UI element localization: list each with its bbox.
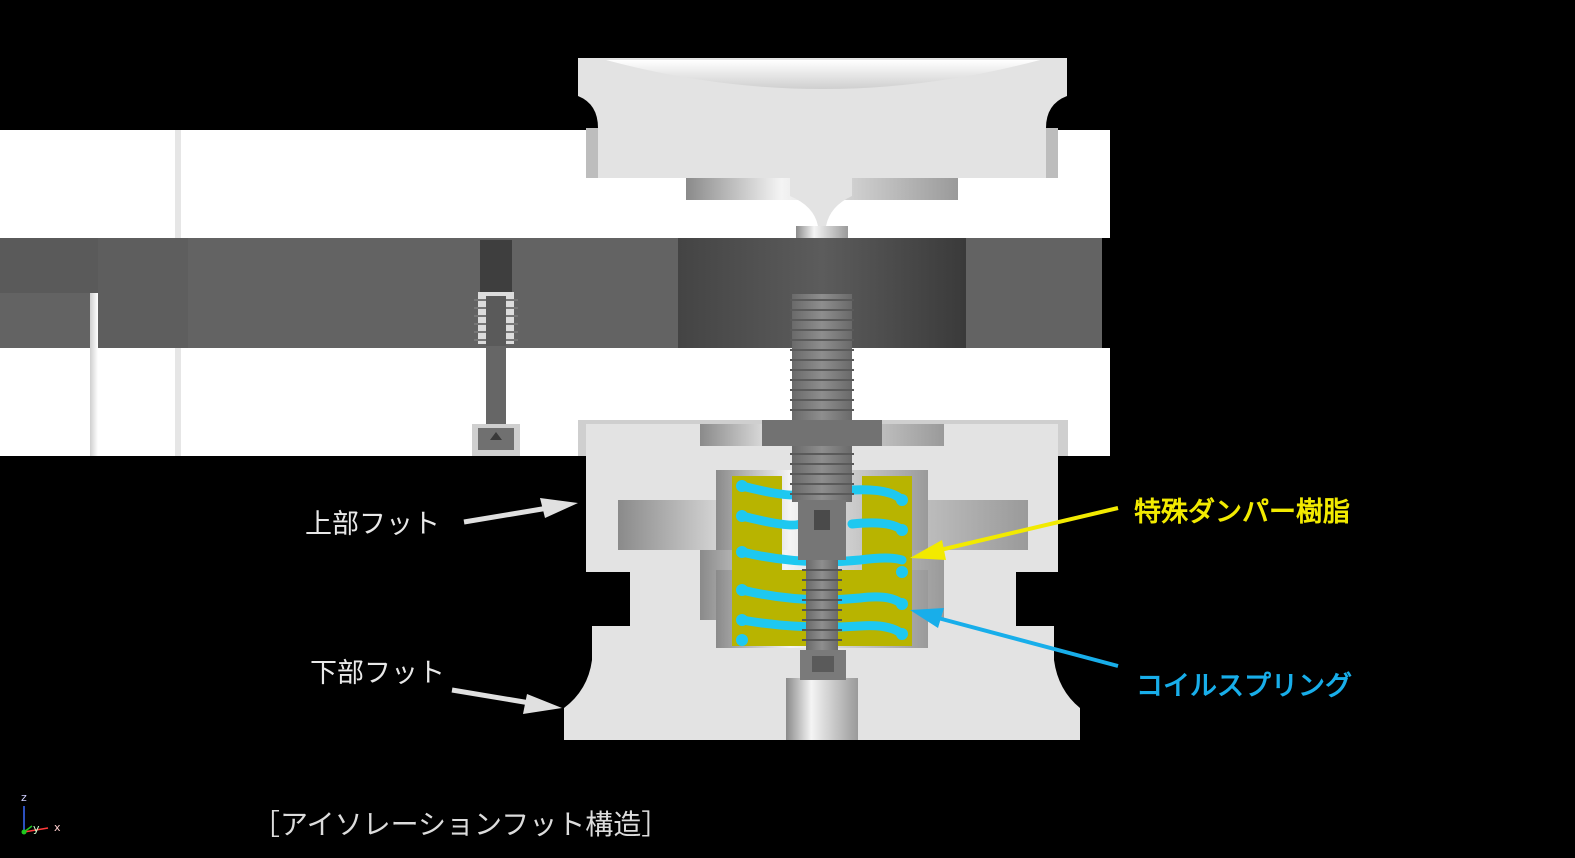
callout-upper-foot-arrow [463, 498, 578, 525]
axis-z-label: z [21, 791, 27, 804]
axis-x-label: x [54, 821, 61, 834]
axis-y-label: y [33, 822, 40, 835]
axis-triad-icon [21, 806, 49, 835]
callout-spring-arrow [910, 608, 1119, 668]
coil-spring-label: コイルスプリング [1136, 671, 1352, 702]
upper-foot-label: 上部フット [305, 509, 440, 540]
center-bolt [762, 294, 882, 680]
damper-resin-label: 特殊ダンパー樹脂 [1134, 497, 1350, 528]
callout-damper-arrow [910, 506, 1119, 560]
lower-foot-label: 下部フット [310, 658, 445, 689]
board-screw [472, 240, 520, 456]
top-dish [578, 58, 1067, 238]
callout-lower-foot-arrow [451, 687, 562, 714]
diagram-caption: ［アイソレーションフット構造］ [252, 808, 670, 841]
spring-coil-sections [736, 480, 908, 646]
